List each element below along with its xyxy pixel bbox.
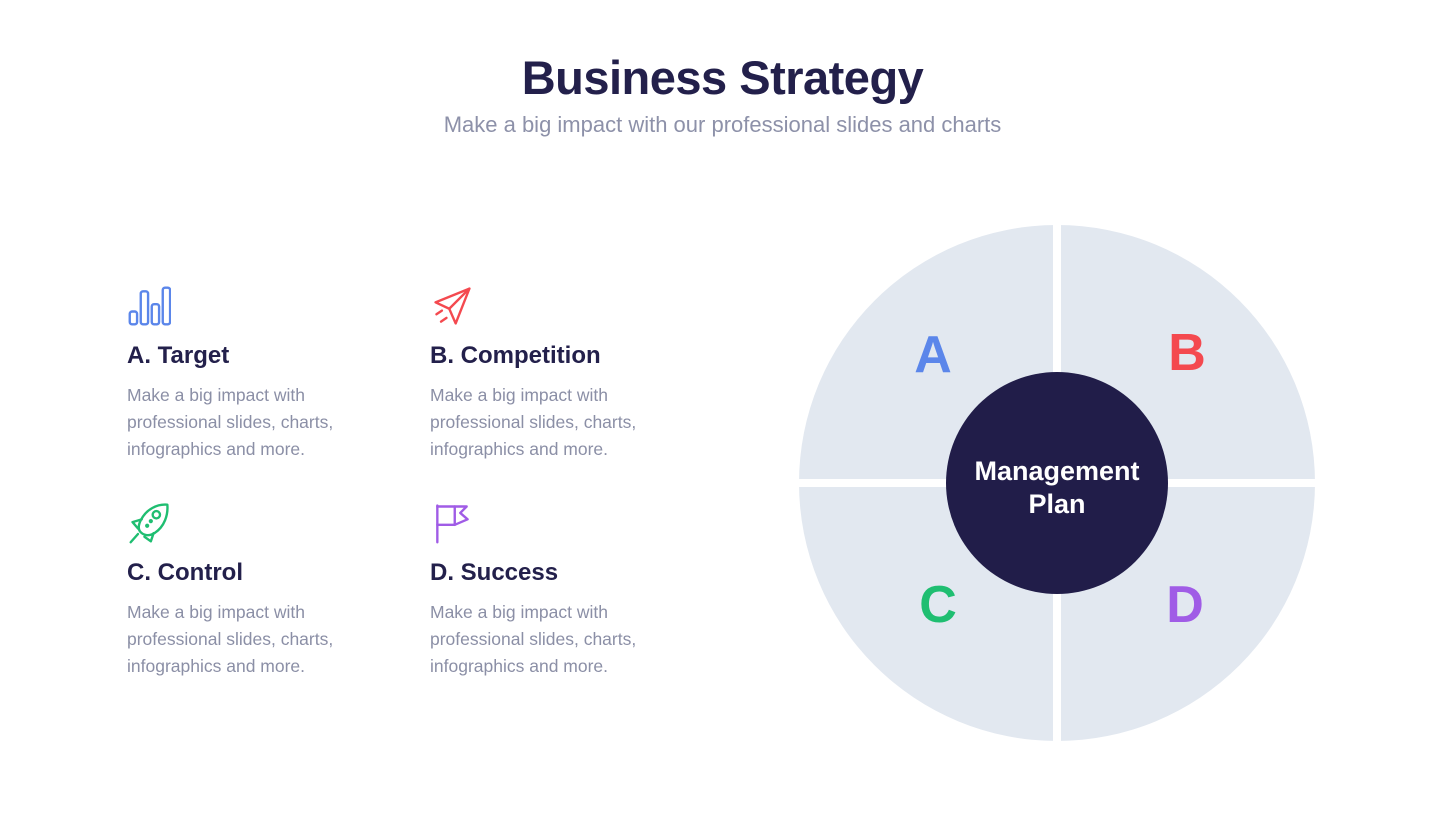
feature-description: Make a big impact with professional slid… [430, 385, 637, 459]
quadrant-letter-d: D [1166, 576, 1204, 634]
feature-title: D. Success [430, 559, 559, 586]
paper-plane-icon [430, 284, 680, 330]
feature-title: C. Control [127, 559, 243, 586]
page-title: Business Strategy [521, 51, 924, 104]
quadrant-letter-b: B [1168, 324, 1206, 382]
feature-item-control: C. Control Make a big impact with profes… [127, 501, 377, 718]
features-grid: A. Target Make a big impact with profess… [127, 284, 733, 718]
page-subtitle: Make a big impact with our professional … [443, 112, 1002, 138]
feature-description: Make a big impact with professional slid… [430, 602, 637, 676]
feature-title: B. Competition [430, 342, 601, 369]
bar-chart-icon [127, 284, 377, 330]
feature-item-competition: B. Competition Make a big impact with pr… [430, 284, 680, 501]
center-label-line2: Plan [1028, 489, 1085, 519]
feature-description: Make a big impact with professional slid… [127, 602, 334, 676]
center-circle [946, 372, 1168, 594]
quadrant-letter-a: A [914, 326, 952, 384]
flag-icon [430, 501, 680, 547]
feature-title: A. Target [127, 342, 230, 369]
quadrant-letter-c: C [919, 576, 957, 634]
center-label-line1: Management [974, 456, 1139, 486]
rocket-icon [127, 501, 377, 547]
feature-item-success: D. Success Make a big impact with profes… [430, 501, 680, 718]
slide-header: Business Strategy Make a big impact with… [0, 50, 1445, 138]
quadrant-diagram: A B C D Management Plan [797, 223, 1317, 743]
feature-item-target: A. Target Make a big impact with profess… [127, 284, 377, 501]
feature-description: Make a big impact with professional slid… [127, 385, 334, 459]
